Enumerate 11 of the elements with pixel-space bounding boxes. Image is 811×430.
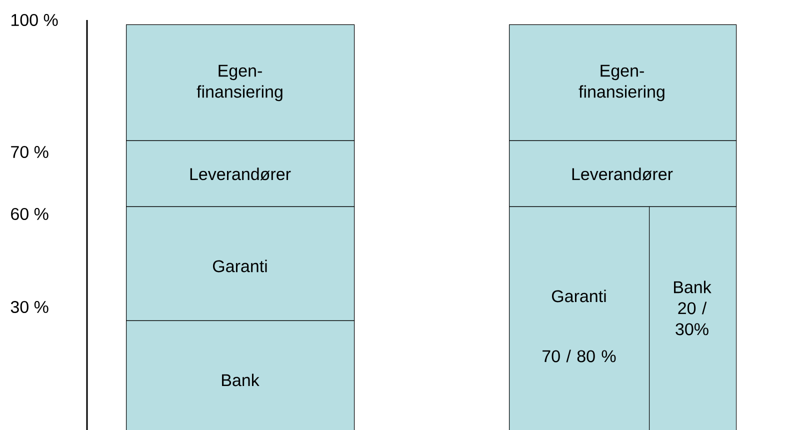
stacked-box: Egen- finansiering — [126, 24, 355, 141]
axis-label: 30 % — [10, 300, 48, 313]
stacked-box: Leverandører — [509, 140, 737, 207]
stacked-box: Egen- finansiering — [509, 24, 737, 141]
axis-label: 60 % — [11, 208, 48, 220]
stacked-box: Bank 20 / 30% — [649, 206, 737, 430]
stacked-box: Leverandører — [126, 140, 355, 207]
stacked-box: Bank — [126, 320, 355, 430]
axis-label: 100 % — [12, 14, 58, 26]
stacked-box: Garanti — [126, 206, 355, 321]
axis-label: 70 % — [11, 146, 48, 158]
